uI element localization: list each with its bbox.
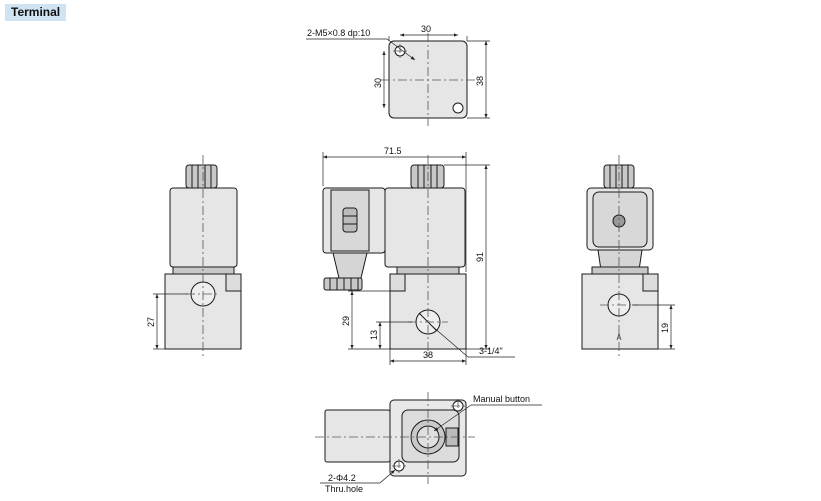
right-port-dim: 19 — [660, 323, 670, 333]
mount-hole-note: Thru.hole — [325, 484, 363, 494]
front-port-center-dim: 13 — [369, 330, 379, 340]
manual-button-label: Manual button — [473, 394, 530, 404]
left-view: 27 — [146, 155, 242, 358]
left-port-dim: 27 — [146, 317, 156, 327]
top-hole-right — [452, 102, 464, 114]
right-view: 19 — [581, 155, 675, 358]
thread-label: 2-M5×0.8 dp:10 — [307, 28, 370, 38]
front-base-dim: 38 — [423, 350, 433, 360]
top-height-dim: 38 — [475, 76, 485, 86]
front-view: 71.5 91 29 13 38 3-1/4" — [322, 146, 515, 365]
section-title: Terminal — [5, 4, 67, 21]
mount-hole-label: 2-Φ4.2 — [328, 473, 356, 483]
front-height-dim: 91 — [475, 252, 485, 262]
top-hole-dim: 30 — [373, 78, 383, 88]
front-width-dim: 71.5 — [384, 146, 402, 156]
top-width-dim: 30 — [421, 24, 431, 34]
port-label: 3-1/4" — [479, 346, 503, 356]
front-port-dim: 29 — [341, 316, 351, 326]
top-view: 2-M5×0.8 dp:10 30 30 38 — [306, 24, 490, 126]
bottom-view: Manual button 2-Φ4.2 Thru.hole — [315, 392, 542, 494]
